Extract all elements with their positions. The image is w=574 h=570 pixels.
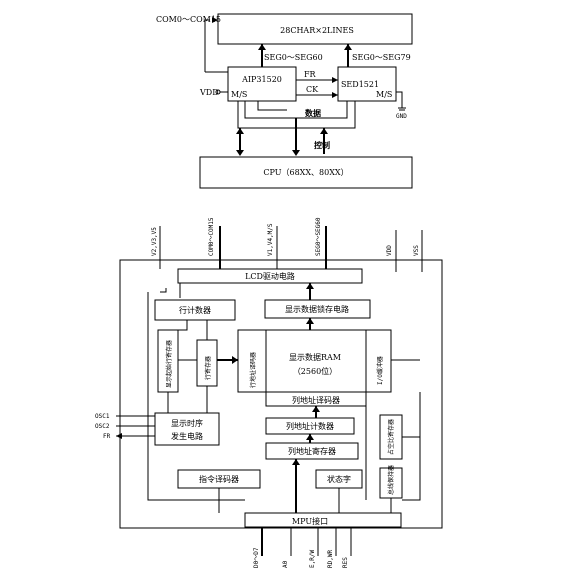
col-reg-label: 列地址寄存器 [288,446,336,456]
gnd-line [396,91,403,108]
data-bus-arrow-4 [320,128,328,134]
rowcnt-to-startreg [168,320,188,331]
start-reg-label: 显示起始行寄存器 [165,340,173,388]
latch-label: 显示数据锁存电路 [285,304,349,314]
osc1-label: OSC1 [95,413,110,420]
pin-res: RES [342,557,349,568]
com-arrowhead [212,17,218,23]
seg-right-label: SEG0～SEG79 [352,53,411,62]
control-label: 控制 [314,140,330,150]
pin-com: COM0～COM15 [208,217,215,256]
seg-left-label: SEG0～SEG60 [264,53,323,62]
pin-vdd: VDD [386,245,393,256]
ram-label-1: 显示数据RAM [289,352,341,362]
ck-arrow [332,92,338,98]
osc2-label: OSC2 [95,423,110,430]
latch-box [264,299,371,319]
col-reg-box [265,442,359,460]
com-label: COM0～COM15 [156,15,221,24]
vdd-label: VDD [199,88,219,97]
com-line [204,19,210,72]
inst-decoder-label: 指令译码器 [199,474,239,484]
gnd-label: GND [396,113,407,120]
latch-arrow [306,318,314,324]
pin-d0d7: D0～D7 [253,547,260,568]
lcd-driver-box [177,268,363,284]
col-decoder-label: 列地址译码器 [292,395,340,405]
seg-left-arrow [258,44,266,50]
ram-label-2: （2560位） [293,366,337,376]
fr-label: FR [304,70,317,79]
timing-box [154,412,220,446]
io-buffer-box [365,329,392,393]
aip31520-label: AIP31520 [241,75,282,84]
row-decoder-label: 行地址译码器 [249,352,257,388]
data-bus-label: 数据 [305,108,321,118]
cpu-label: CPU（68XX、80XX） [263,168,348,177]
bus-latch-label: 总线保持器 [387,465,395,495]
fr-pin-label: FR [103,433,111,440]
mpu-label: MPU接口 [292,516,328,526]
colcnt-arrow [306,434,314,440]
timing-label-1: 显示时序 [171,418,203,428]
fr-arrow [332,77,338,83]
lcd-driver-label: LCD驱动电路 [245,271,295,281]
timing-label-2: 发生电路 [171,431,203,441]
pin-a0: A0 [282,560,289,568]
top-pin-labels: V2,V3,V5 COM0～COM15 V1,V4,M/S SEG0～SEG60… [151,217,420,256]
data-bus-arrow-2 [236,128,244,134]
colreg-arrow [292,459,300,465]
sed-ms-label: M/S [376,90,392,99]
pin-erw: E,R/W [309,550,316,568]
lcd-display-label: 28CHAR×2LINES [280,26,354,35]
status-label: 状态字 [327,474,351,484]
driver-bracket-left [160,288,167,293]
pin-vss: VSS [413,245,420,256]
driver-arrow [306,283,314,289]
cpu-box [199,156,413,189]
aip-ms-label: M/S [231,90,247,99]
bottom-pin-labels: D0～D7 A0 E,R/W RD,WR RES [253,547,349,568]
duty-reg-label: 占空比寄存器 [387,419,395,455]
data-bus-line-3 [257,101,287,111]
io-buffer-label: I/O缓冲器 [376,356,384,385]
pin-v1v4ms: V1,V4,M/S [267,223,274,256]
data-bus-arrow-3 [292,150,300,156]
fr-pin-arrow [116,433,122,439]
right-bus-line [402,392,421,501]
pin-v2v3v5: V2,V3,V5 [151,227,158,256]
seg-right-arrow [344,44,352,50]
ck-label: CK [306,85,319,94]
left-bus-line [147,292,245,501]
pin-rdwr: RD,WR [327,550,334,568]
sed1521-label: SED1521 [341,80,379,89]
col-counter-label: 列地址计数器 [286,421,334,431]
row-counter-label: 行计数器 [179,305,211,315]
sed1521-box [337,66,397,102]
lcd-display-box [217,13,413,45]
mpu-box [244,512,402,528]
row-counter-box [154,299,236,321]
row-decoder-box [237,329,267,393]
pin-seg: SEG0～SEG60 [315,217,322,256]
rowreg-arrow [232,356,238,364]
data-bus-arrow-1 [236,150,244,156]
row-reg-label: 行寄存器 [204,356,212,380]
coldec-arrow [312,406,320,412]
